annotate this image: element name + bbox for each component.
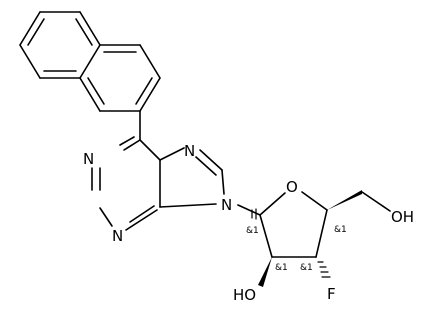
atom-n1: N xyxy=(83,150,94,168)
double-bond xyxy=(135,77,153,105)
bond xyxy=(79,44,101,79)
stereo-label-c2: &1 xyxy=(275,263,288,273)
bond xyxy=(139,77,161,112)
atom-n7: N xyxy=(184,142,195,160)
bond xyxy=(221,169,225,195)
bond xyxy=(79,77,101,112)
wedge-bond xyxy=(327,190,362,210)
atom-fluorine: F xyxy=(327,285,336,303)
atom-n9: N xyxy=(221,196,232,214)
bond xyxy=(159,203,217,208)
bond xyxy=(361,191,391,212)
bond xyxy=(19,44,41,79)
bond xyxy=(139,139,161,161)
stereo-label-c3: &1 xyxy=(300,263,313,273)
sugar-group xyxy=(251,190,391,287)
bond xyxy=(259,192,286,216)
atom-ho-2: HO xyxy=(233,286,256,304)
stereo-label-c4: &1 xyxy=(334,225,347,235)
double-bond xyxy=(87,77,105,105)
bond xyxy=(123,139,141,151)
double-bond xyxy=(129,205,155,223)
atom-ring-oxygen: O xyxy=(286,178,298,196)
purine-group xyxy=(91,136,225,231)
double-bond xyxy=(75,18,93,46)
double-bond xyxy=(27,18,45,46)
bond xyxy=(259,214,273,258)
stereo-label-c1: &1 xyxy=(246,226,259,236)
naphthalene-group xyxy=(19,11,161,112)
bond xyxy=(125,209,158,231)
bond xyxy=(199,149,223,171)
atom-n3: N xyxy=(112,227,123,245)
bond xyxy=(79,11,101,46)
atom-oh-5: OH xyxy=(391,208,414,226)
bond xyxy=(301,191,328,211)
bond xyxy=(99,207,113,227)
wedge-bond xyxy=(258,257,272,287)
glycosidic-bond xyxy=(237,204,261,216)
bond xyxy=(159,147,185,161)
double-bond xyxy=(119,136,135,146)
bond xyxy=(315,209,328,258)
bond xyxy=(139,44,161,79)
bond xyxy=(19,11,41,46)
double-bond xyxy=(195,156,217,176)
